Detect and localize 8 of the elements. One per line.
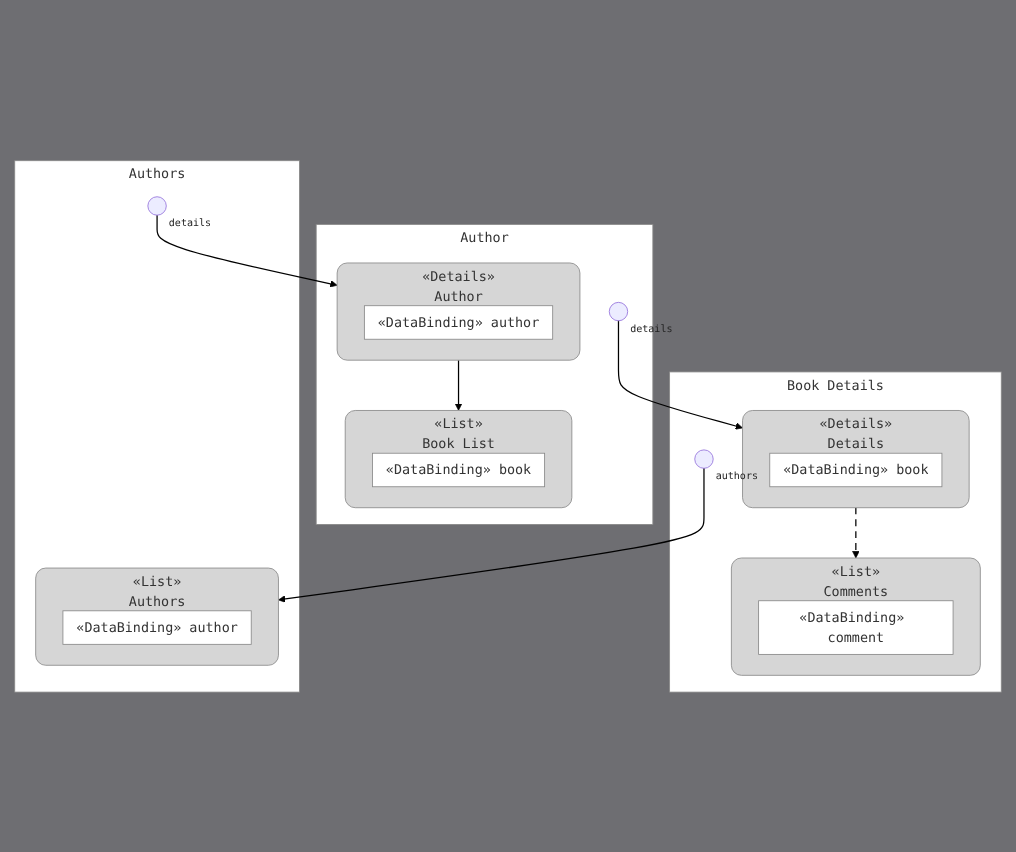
arrow (852, 506, 860, 558)
arrow (617, 317, 743, 430)
arrow (278, 464, 705, 603)
arrow (156, 211, 338, 288)
node-circle (608, 301, 629, 321)
node-circle (694, 449, 714, 469)
arrow (454, 359, 463, 411)
node-circle (147, 195, 167, 216)
